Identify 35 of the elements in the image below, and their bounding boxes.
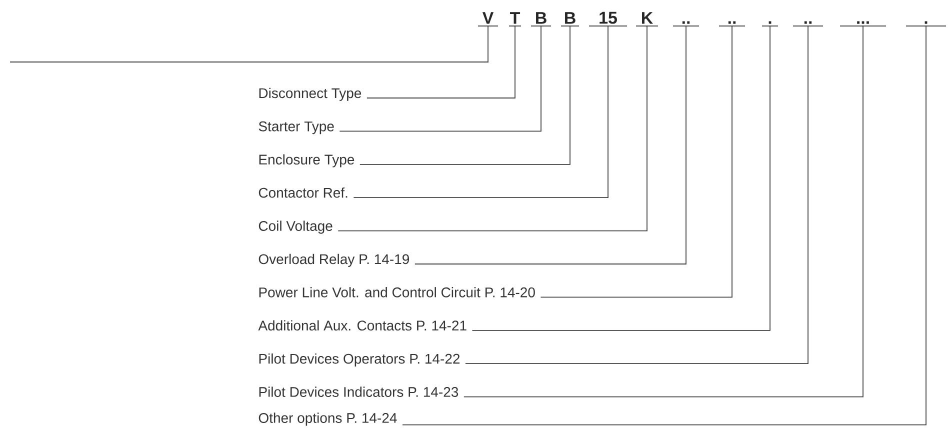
leader-line [472, 26, 770, 331]
code-segment: K [636, 12, 658, 26]
field-label: Pilot Devices Indicators P. 14-23 [259, 386, 458, 397]
code-segment: B [530, 12, 552, 26]
code-segment: .. [718, 21, 746, 26]
leader-line [338, 26, 648, 232]
leader-line [339, 26, 542, 132]
leader-line [353, 26, 608, 198]
leader-line [366, 26, 516, 98]
code-segment: B [560, 12, 580, 26]
field-label: Pilot Devices Operators P. 14-22 [259, 353, 460, 366]
field-label: Enclosure Type [259, 154, 354, 168]
leader-line [10, 26, 488, 62]
code-segment: ... [840, 21, 887, 26]
leader-line [414, 26, 686, 264]
field-label: Coil Voltage [258, 220, 332, 234]
field-label: Contactor Ref. [258, 187, 348, 198]
field-label: Overload Relay P. 14-19 [258, 254, 409, 267]
field-label: Disconnect Type [259, 88, 362, 101]
code-segment: .. [672, 21, 700, 26]
leader-line [463, 26, 864, 398]
code-segment: 15 [588, 12, 628, 26]
leader-line [540, 26, 732, 298]
field-label: Starter Type [258, 121, 334, 134]
field-label: Additional Aux. Contacts P. 14-21 [258, 320, 466, 331]
leader-line [359, 26, 570, 165]
field-label: Other options P. 14-24 [258, 412, 397, 426]
field-label: Power Line Volt. and Control Circuit P. 14-20 [259, 287, 535, 298]
code-segment: . [762, 21, 778, 26]
code-segment: T [508, 12, 522, 26]
code-segment: .. [792, 21, 824, 26]
leader-line [402, 26, 926, 426]
code-segment: . [906, 21, 947, 26]
leader-line [465, 26, 808, 364]
code-segment: V [478, 12, 498, 26]
